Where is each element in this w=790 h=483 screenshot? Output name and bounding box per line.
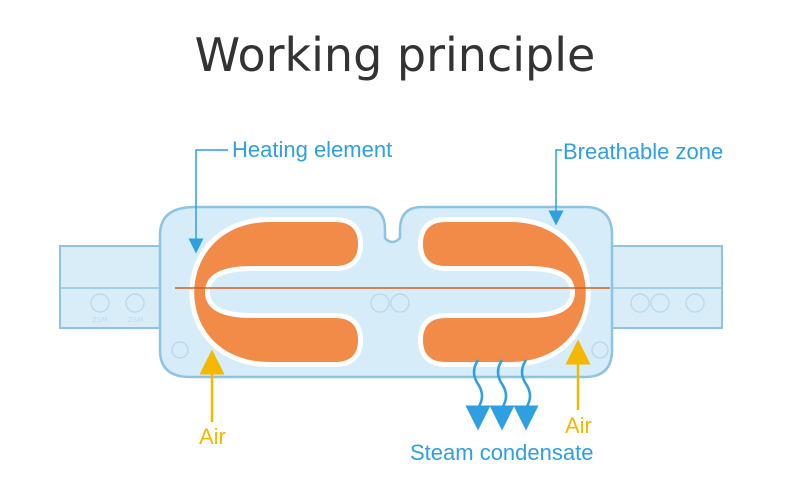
- steam-arrow-3: [513, 359, 539, 431]
- svg-text:ZSM: ZSM: [92, 316, 107, 324]
- label-air-left: Air: [199, 424, 226, 449]
- heating-element-right: [423, 222, 586, 362]
- label-heating-element: Heating element: [232, 137, 393, 162]
- leader-heating-element: [188, 149, 228, 254]
- label-air-right: Air: [565, 413, 592, 438]
- leader-breathable-zone: [548, 149, 564, 226]
- svg-text:ZSM: ZSM: [128, 316, 143, 324]
- label-breathable-zone: Breathable zone: [563, 139, 724, 164]
- bead-text-left: ZSM ZSM: [92, 316, 143, 324]
- label-steam-condensate: Steam condensate: [410, 440, 594, 465]
- steam-arrow-2: [489, 359, 515, 431]
- page-title: Working principle: [194, 28, 596, 82]
- steam-arrow-1: [465, 359, 491, 431]
- bead-pattern: [90, 293, 705, 359]
- heating-element-left: [194, 222, 358, 362]
